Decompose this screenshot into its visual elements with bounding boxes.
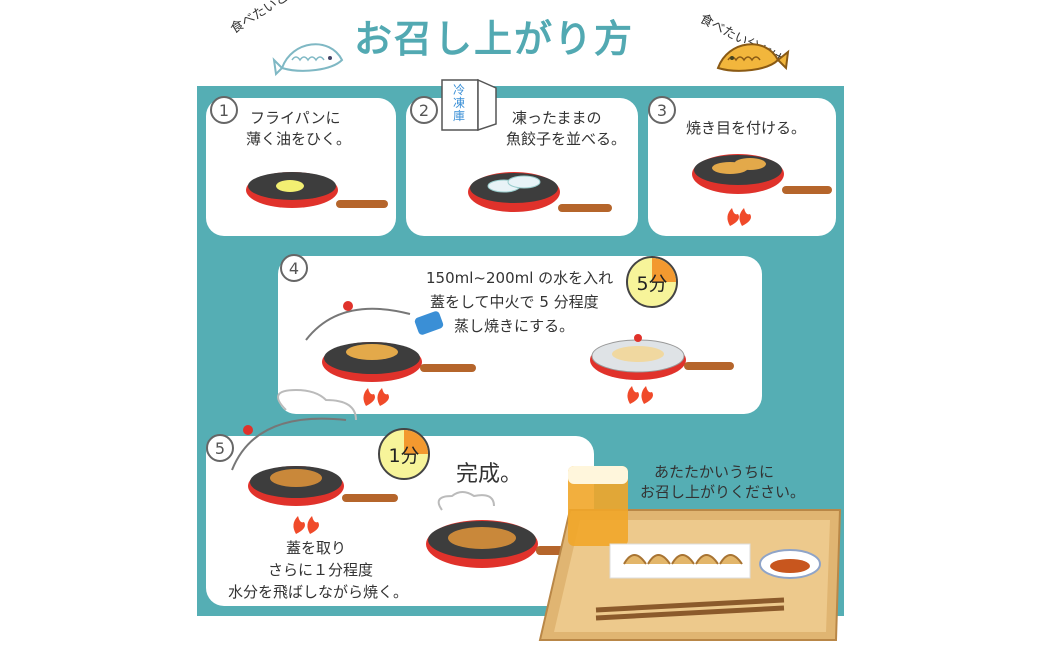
step-2-line-2: 魚餃子を並べる。 [506,130,627,148]
timer-pie-icon [652,258,676,282]
five-minute-timer: 5分 [626,256,678,308]
five-minute-label: 5分 [636,272,668,295]
step-4-line-2: 蓋をして中火で 5 分程度 [430,293,599,311]
step-1-line-1: フライパンに [250,109,341,127]
page-title: お召し上がり方 [354,17,635,61]
step-4-card [278,256,762,414]
step-5-line-2: さらに１分程度 [268,561,374,579]
browning-pan-icon [692,154,832,226]
serving-line-1: あたたかいうちに [654,463,775,481]
freezer-label: 冷凍庫 [452,83,465,123]
step-5-number: 5 [206,434,234,462]
lid-off-pan-icon [231,388,398,534]
frozen-gyoza-pan-icon [468,172,612,212]
step-5-line-1: 蓋を取り [286,539,347,557]
oiled-pan-icon [246,172,388,208]
step-2-number: 2 [410,96,438,124]
finished-pan-icon [426,491,580,568]
step-2-line-1: 凍ったままの [512,109,602,127]
one-minute-timer: 1分 [378,428,430,480]
step-4-line-3: 蒸し焼きにする。 [454,317,575,335]
freezer-icon [441,78,497,132]
step-5-line-3: 水分を飛ばしながら焼く。 [228,583,409,601]
fried-fish-gyoza-icon [716,43,790,72]
white-fish-gyoza-icon [272,43,344,77]
completion-label: 完成。 [456,462,523,487]
step-4-line-1: 150ml~200ml の水を入れ [426,269,614,287]
steaming-lidded-pan-icon [305,301,476,406]
served-gyoza-tray-image [538,466,842,641]
step-3-number: 3 [648,96,676,124]
step-3-line-1: 焼き目を付ける。 [686,119,807,137]
step-4-number: 4 [280,254,308,282]
one-minute-label: 1分 [388,444,420,467]
step-1-number: 1 [210,96,238,124]
covered-pan-icon [590,334,734,404]
step-1-line-2: 薄く油をひく。 [246,130,352,148]
serving-line-2: お召し上がりください。 [640,483,806,501]
timer-pie-icon [404,430,428,454]
step-1-card [206,98,396,236]
